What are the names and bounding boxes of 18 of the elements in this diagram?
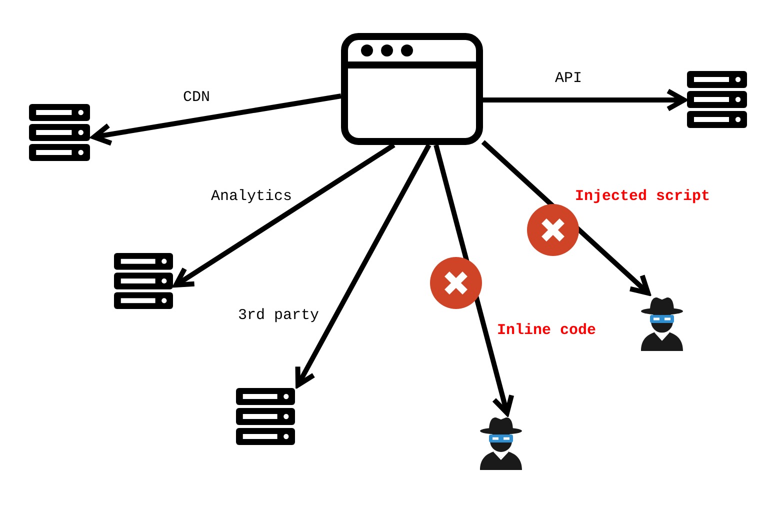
arrow <box>174 142 396 288</box>
edge-label: 3rd party <box>238 307 320 324</box>
server-icon <box>29 104 90 161</box>
edge-label: Analytics <box>211 188 292 205</box>
arrow <box>434 144 514 416</box>
arrow <box>295 144 432 388</box>
server-icon <box>114 253 173 309</box>
arrow <box>483 88 686 112</box>
hacker-icon <box>477 416 525 470</box>
edge-label: CDN <box>183 89 210 106</box>
edge-label: Injected script <box>575 188 710 205</box>
hacker-icon <box>638 296 686 351</box>
browser-window-icon <box>341 33 483 145</box>
server-icon <box>236 388 295 445</box>
edge-label: API <box>555 70 582 87</box>
server-icon <box>687 71 747 128</box>
edge-label: Inline code <box>497 322 596 339</box>
arrow <box>92 94 342 146</box>
